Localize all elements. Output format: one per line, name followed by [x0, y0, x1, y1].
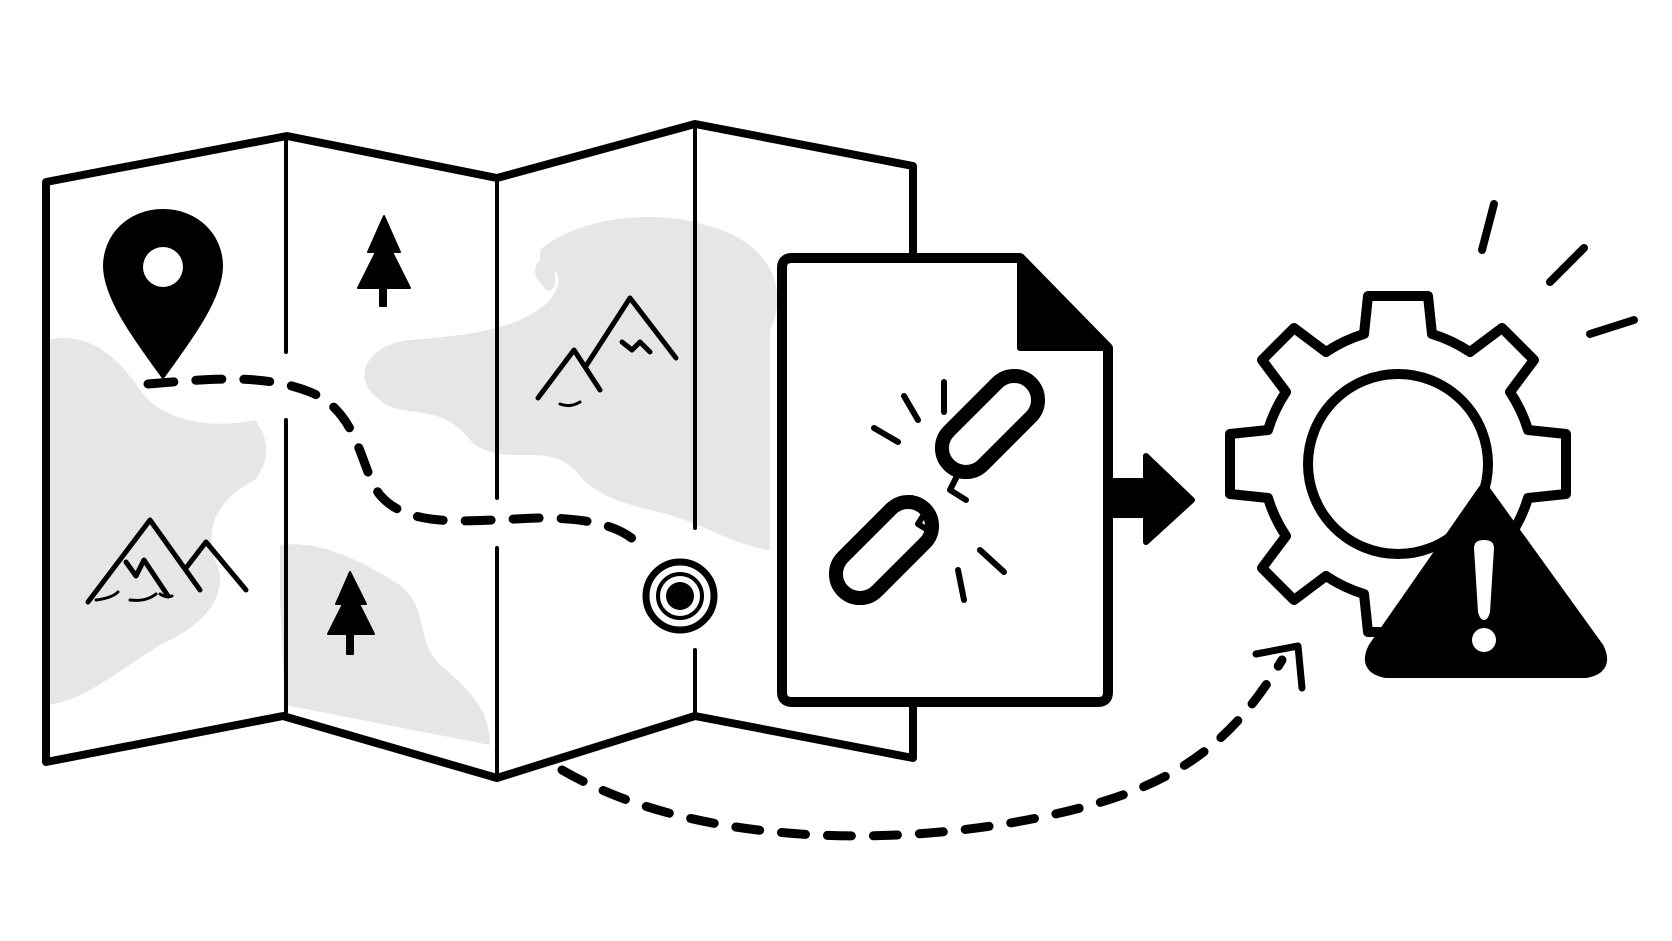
tree-icon [357, 215, 411, 307]
arrow-map-to-gear [557, 642, 1306, 841]
document-corner-fold [1017, 259, 1107, 351]
destination-target-icon [642, 558, 718, 634]
map-outline [42, 120, 917, 782]
broken-chain-link-icon [828, 368, 1046, 606]
arrow-map-to-document [1110, 453, 1195, 545]
dashed-arrow-head [1252, 642, 1306, 692]
gear-warning-icon [1225, 200, 1638, 678]
broken-link-document-icon [777, 253, 1113, 707]
location-pin-icon [102, 208, 224, 380]
mountain-icon [535, 295, 679, 408]
warning-triangle-icon [1365, 484, 1607, 678]
folded-map-icon [42, 120, 917, 782]
map-route-dashed [143, 374, 650, 557]
alert-rays [1478, 200, 1638, 338]
dashed-curved-path [557, 655, 1287, 841]
tree-icon [327, 571, 375, 655]
map-land-shading [48, 217, 778, 745]
mountain-icon [85, 517, 249, 605]
